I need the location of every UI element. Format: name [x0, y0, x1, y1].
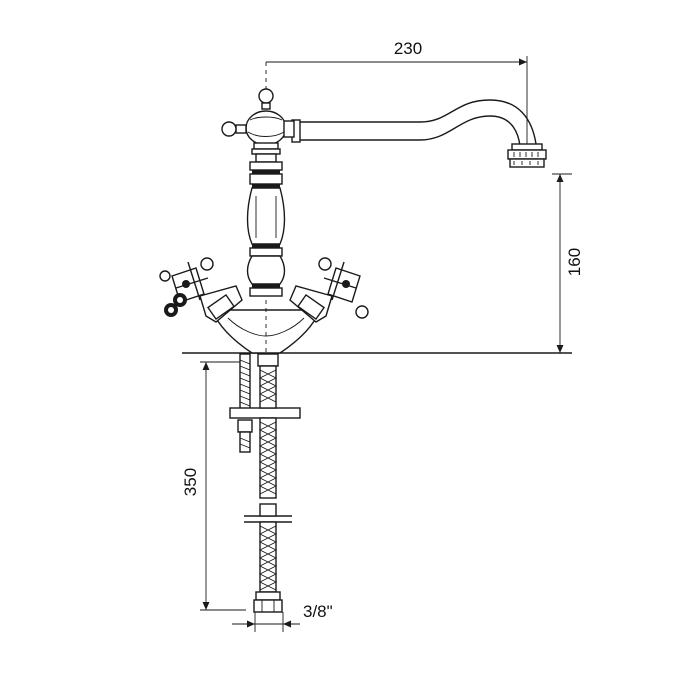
flexible-hose [244, 353, 292, 613]
hose-length-label: 350 [181, 468, 200, 496]
spout-height-label: 160 [565, 248, 584, 276]
faucet-body [246, 161, 286, 297]
spout-reach-label: 230 [394, 39, 422, 58]
dimension-spout-reach: 230 [266, 39, 528, 150]
left-cross-handle [159, 257, 243, 323]
right-handle-top-knob [318, 257, 332, 271]
left-handle-top-knob [200, 257, 214, 271]
lever-knob [221, 121, 237, 137]
spout [291, 99, 547, 168]
dimension-connection-size: 3/8" [232, 602, 333, 632]
faucet-head [221, 88, 295, 163]
hose-end-nut [255, 591, 281, 601]
dimension-hose-length: 350 [181, 361, 246, 611]
dimension-spout-height: 160 [552, 173, 584, 353]
faucet-base [210, 300, 322, 354]
aerator [511, 143, 543, 151]
threaded-rod [237, 353, 253, 453]
finial-knob [258, 88, 274, 104]
right-cross-handle [289, 257, 369, 323]
mounting-plate [229, 407, 301, 419]
right-handle-bottom-knob [355, 305, 369, 319]
connection-size-label: 3/8" [303, 602, 333, 621]
